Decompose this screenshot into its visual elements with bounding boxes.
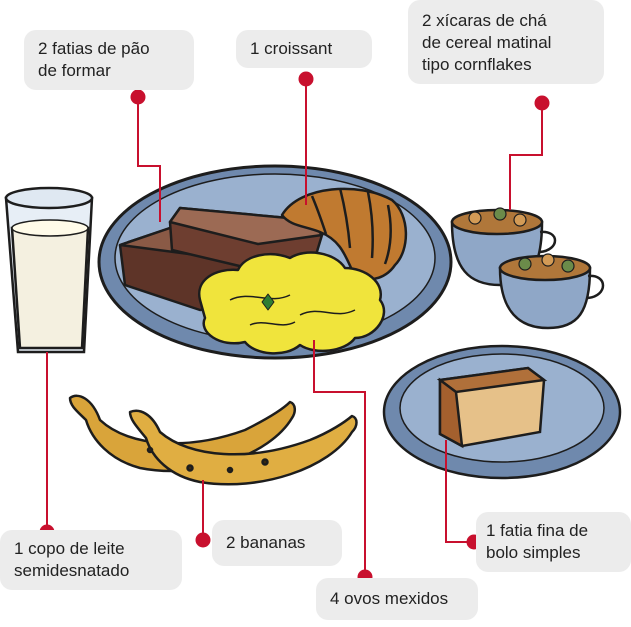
label-cake-line1: 1 fatia fina de (486, 521, 589, 540)
label-milk: 1 copo de leite semidesnatado (0, 530, 182, 590)
label-cake-line2: bolo simples (486, 543, 581, 562)
label-bananas: 2 bananas (212, 520, 342, 566)
label-milk-line2: semidesnatado (14, 561, 130, 580)
cake-plate-illustration (382, 344, 622, 480)
dot-croissant (298, 71, 314, 87)
label-cereal-line2: de cereal matinal (422, 33, 552, 52)
label-bread-line2: de formar (38, 61, 111, 80)
connector-eggs (313, 340, 366, 577)
dot-cereal (534, 95, 550, 111)
label-cereal-line1: 2 xícaras de chá (422, 11, 547, 30)
label-bananas-line1: 2 bananas (226, 533, 306, 552)
connector-cereal (509, 103, 543, 210)
milk-glass-illustration (4, 186, 94, 354)
cereal-bowls-illustration (450, 207, 605, 330)
label-bread: 2 fatias de pão de formar (24, 30, 194, 90)
label-croissant-line1: 1 croissant (250, 39, 333, 58)
label-croissant: 1 croissant (236, 30, 372, 68)
label-eggs: 4 ovos mexidos (316, 578, 478, 620)
label-cereal-line3: tipo cornflakes (422, 55, 532, 74)
dot-bread (130, 89, 146, 105)
connector-lines (46, 79, 543, 577)
label-bread-line1: 2 fatias de pão (38, 39, 150, 58)
label-eggs-line1: 4 ovos mexidos (330, 589, 449, 608)
label-cake: 1 fatia fina de bolo simples (476, 512, 631, 572)
connector-bread (137, 97, 161, 222)
bread-illustration (118, 206, 324, 312)
eggs-illustration (197, 251, 386, 355)
croissant-illustration (280, 187, 408, 281)
bananas-illustration (68, 394, 358, 486)
label-milk-line1: 1 copo de leite (14, 539, 125, 558)
dot-bananas (195, 532, 211, 548)
connector-cake (445, 440, 474, 543)
label-cereal: 2 xícaras de chá de cereal matinal tipo … (408, 0, 604, 84)
